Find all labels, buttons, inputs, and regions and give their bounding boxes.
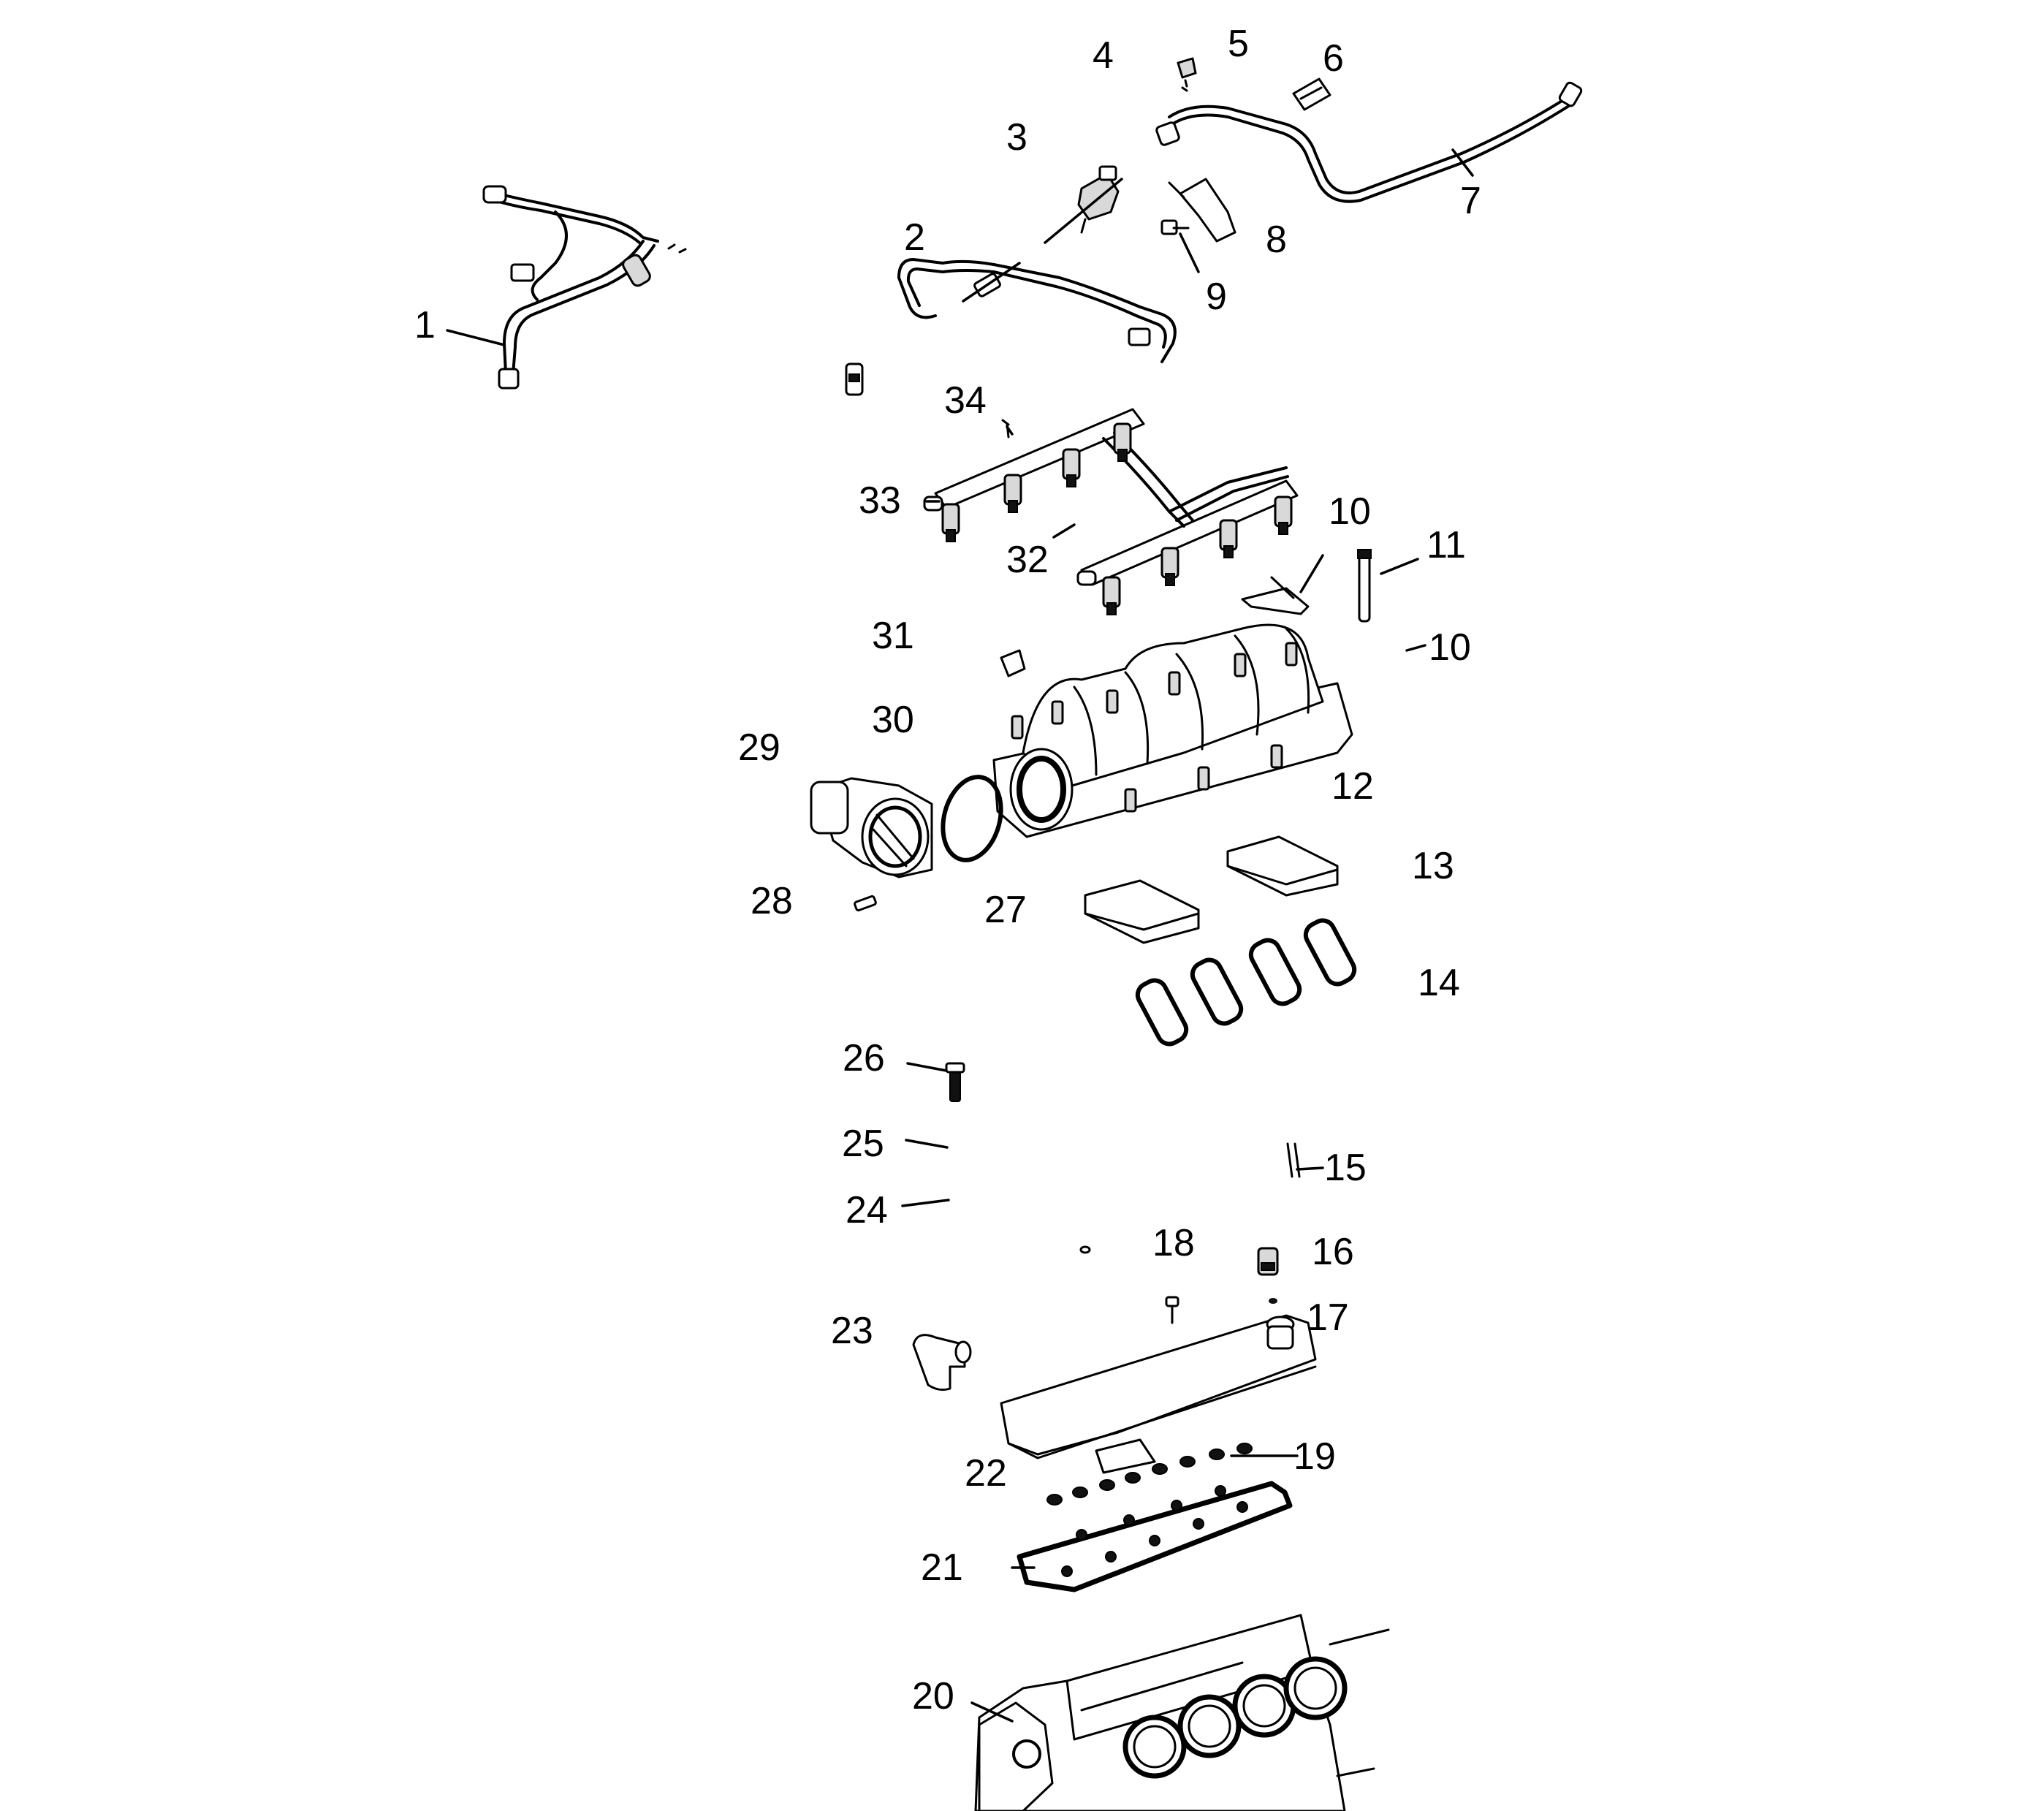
- callout-15: 15: [1324, 1147, 1367, 1189]
- part-23-elbow: [912, 1334, 972, 1392]
- callout-10: 10: [1329, 490, 1371, 533]
- callout-34: 34: [944, 379, 987, 422]
- part-6-clip: [1292, 77, 1331, 111]
- callout-5: 5: [1228, 23, 1249, 65]
- part-20-engine-block: [974, 1614, 1390, 1811]
- part-22-valley-cover: [1000, 1314, 1317, 1474]
- callout-9: 9: [1206, 276, 1227, 318]
- callout-3: 3: [1006, 116, 1027, 159]
- callout-2: 2: [904, 216, 925, 259]
- part-16-sensor: [1257, 1247, 1279, 1276]
- part-28-bolt: [854, 895, 877, 912]
- part-29-throttle-body: [810, 777, 933, 878]
- part-26-bolt: [945, 1062, 965, 1102]
- part-13-gasket: [1226, 835, 1339, 897]
- callout-6: 6: [1323, 37, 1344, 80]
- callout-25: 25: [842, 1123, 884, 1165]
- callout-26: 26: [843, 1037, 885, 1079]
- callout-22: 22: [965, 1452, 1007, 1495]
- part-4-fitting: [1177, 57, 1197, 92]
- callout-28: 28: [751, 880, 793, 922]
- part-15-stud: [1286, 1142, 1301, 1178]
- part-18-bolt: [1165, 1296, 1179, 1324]
- callout-16: 16: [1312, 1231, 1354, 1273]
- part-10-bracket: [1241, 576, 1310, 615]
- part-21-valley-gasket: [1017, 1481, 1293, 1592]
- callout-1: 1: [414, 304, 436, 346]
- part-12-intake-manifold: [992, 623, 1353, 838]
- callout-29: 29: [738, 726, 780, 769]
- callout-10-repeat: 10: [1429, 626, 1471, 669]
- part-18-seal: [1079, 1245, 1091, 1254]
- part-7-fuel-line: [1155, 81, 1583, 203]
- callout-14: 14: [1418, 962, 1460, 1004]
- leader-lines: [446, 148, 1474, 1723]
- part-32-fuel-rail: [923, 408, 1299, 615]
- callout-17: 17: [1307, 1296, 1349, 1339]
- callout-7: 7: [1460, 180, 1481, 222]
- callout-4: 4: [1093, 34, 1114, 77]
- callout-31: 31: [872, 615, 914, 657]
- callout-20: 20: [912, 1675, 954, 1717]
- part-2-fuel-line: [897, 258, 1177, 363]
- callout-19: 19: [1293, 1435, 1336, 1478]
- callout-11: 11: [1426, 524, 1466, 566]
- part-30-gasket: [941, 775, 1003, 862]
- part-9-bolt: [1160, 219, 1190, 235]
- part-31-clip: [1000, 649, 1026, 677]
- callout-30: 30: [872, 699, 914, 741]
- part-27-gasket: [1084, 879, 1200, 944]
- callout-13: 13: [1412, 845, 1454, 887]
- part-14-intake-gaskets: [1135, 918, 1357, 1047]
- part-11-stud: [1357, 549, 1372, 623]
- part-8-bracket: [1168, 178, 1236, 243]
- callout-12: 12: [1331, 765, 1374, 808]
- callout-18: 18: [1152, 1222, 1195, 1264]
- callout-27: 27: [984, 889, 1027, 931]
- part-19-seals: [1046, 1443, 1253, 1506]
- part-1-fuel-pipe: [482, 185, 687, 390]
- callout-33: 33: [859, 479, 901, 522]
- callout-8: 8: [1266, 219, 1287, 261]
- callout-labels: 1 2 3 4 5 6 7 8 9 10 11 10 12 13 14 15 1…: [414, 23, 1481, 1717]
- part-17-seal: [1269, 1298, 1277, 1304]
- callout-32: 32: [1006, 539, 1049, 581]
- callout-21: 21: [921, 1546, 963, 1589]
- callout-24: 24: [846, 1189, 888, 1231]
- callout-23: 23: [831, 1310, 873, 1352]
- part-31-sensor: [845, 362, 864, 396]
